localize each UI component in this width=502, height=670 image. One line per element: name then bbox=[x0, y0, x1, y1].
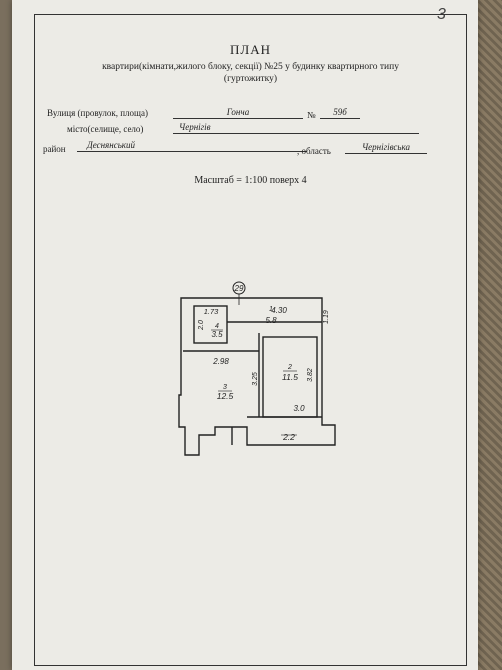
city-value: Чернігів bbox=[173, 122, 419, 134]
dim-living-vertical: 3.25 bbox=[252, 372, 259, 386]
city-label: місто(селище, село) bbox=[67, 124, 144, 134]
dim-hall-width: 2.98 bbox=[212, 357, 229, 366]
district-label: район bbox=[43, 144, 66, 154]
room-4-number: 4 bbox=[215, 323, 219, 330]
subtitle-line-1: квартири(кімнати,жилого блоку, секції) №… bbox=[102, 62, 399, 72]
district-value: Деснянський bbox=[77, 140, 307, 152]
dim-bath-width: 1.73 bbox=[204, 307, 219, 316]
dim-top-right: 4.30 bbox=[271, 306, 287, 315]
street-label: Вулиця (провулок, площа) bbox=[47, 108, 148, 118]
room-1-number: 1 bbox=[269, 306, 273, 313]
subtitle-line-2: (гуртожитку) bbox=[223, 74, 278, 84]
number-value: 59б bbox=[320, 107, 360, 119]
bathroom-walls bbox=[193, 305, 228, 344]
room-2-area: 11.5 bbox=[282, 372, 298, 382]
floor-plan-drawing: 29 4.30 1.19 1.73 2.0 2.98 3.25 3.82 3.0… bbox=[178, 281, 336, 456]
dim-bottom-width: 3.0 bbox=[293, 404, 305, 413]
room-3-number: 3 bbox=[223, 384, 227, 391]
outer-wall bbox=[178, 297, 336, 456]
room-2-number: 2 bbox=[287, 364, 292, 371]
dim-room-height: 3.82 bbox=[307, 368, 314, 382]
street-value: Гонча bbox=[173, 107, 303, 119]
document-frame: ПЛАН квартири(кімнати,жилого блоку, секц… bbox=[34, 14, 467, 666]
scale-text: Масштаб = 1:100 поверх 4 bbox=[194, 175, 307, 186]
room-4-area: 3.5 bbox=[211, 330, 223, 339]
dim-right-top: 1.19 bbox=[323, 310, 330, 324]
axis-label: 29 bbox=[234, 284, 244, 293]
page-subtitle: квартири(кімнати,жилого блоку, секції) №… bbox=[35, 61, 466, 85]
region-label: , область bbox=[297, 146, 331, 156]
room-1-area: 5.8 bbox=[265, 316, 277, 325]
balcony-area: 2.2 bbox=[282, 432, 295, 442]
room-3-area: 12.5 bbox=[217, 391, 234, 401]
document-page: 3 ПЛАН квартири(кімнати,жилого блоку, се… bbox=[12, 0, 478, 670]
region-value: Чернігівська bbox=[345, 142, 427, 154]
number-label: № bbox=[307, 110, 316, 120]
floor-plan: 29 4.30 1.19 1.73 2.0 2.98 3.25 3.82 3.0… bbox=[177, 277, 337, 462]
dim-bath-height: 2.0 bbox=[198, 320, 205, 331]
page-title: ПЛАН bbox=[230, 42, 271, 57]
